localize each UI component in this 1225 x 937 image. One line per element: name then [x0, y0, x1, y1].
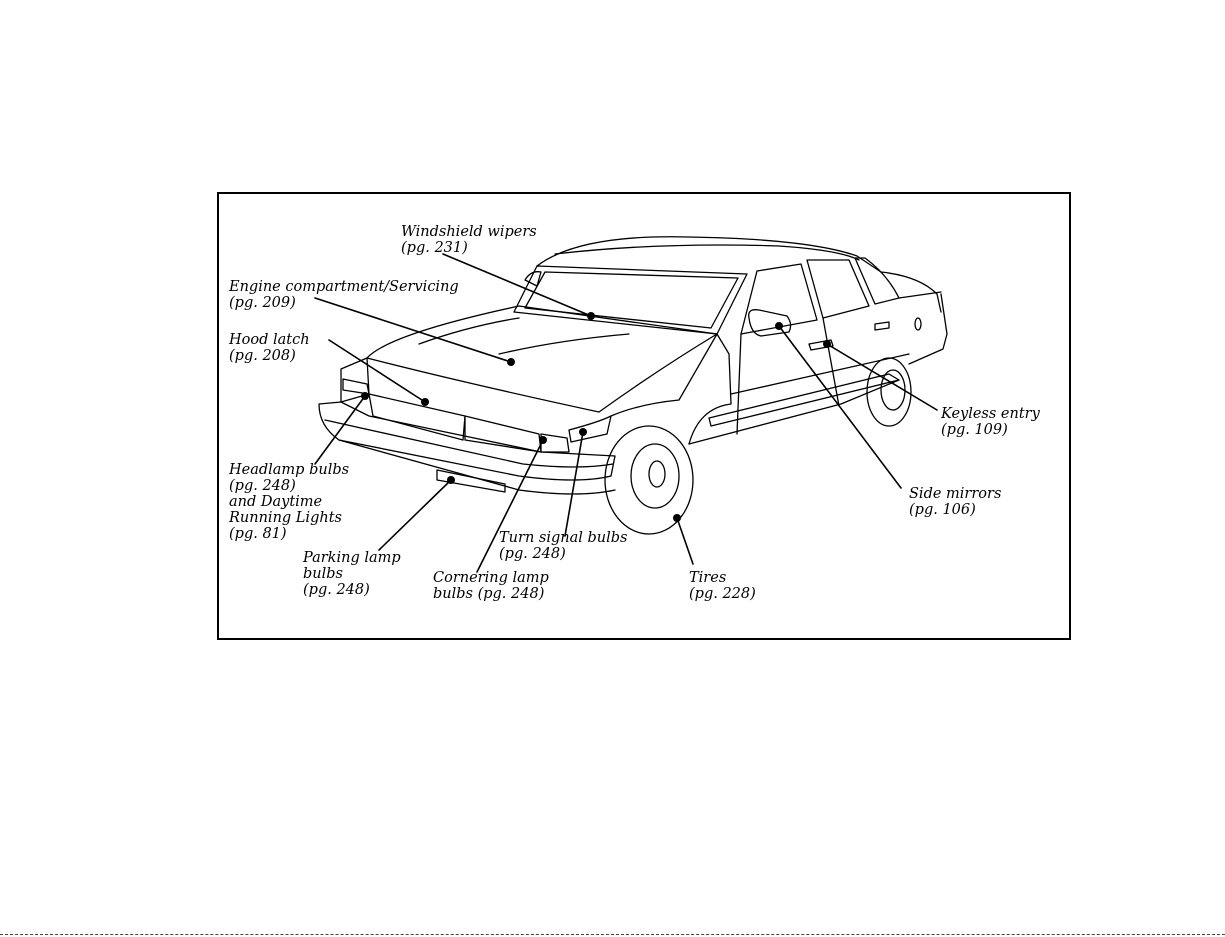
label-windshield-wipers: Windshield wipers (pg. 231)	[401, 224, 537, 256]
dot-tires	[673, 514, 681, 522]
hood-crease-2	[499, 334, 629, 354]
turn-signal-lamp	[569, 416, 611, 442]
label-turn-signal-bulbs: Turn signal bulbs (pg. 248)	[499, 530, 627, 562]
label-line: Keyless entry	[941, 406, 1040, 422]
dot-parking-lamp	[447, 476, 455, 484]
dot-side-mirrors	[775, 322, 783, 330]
dot-headlamp-bulbs	[361, 392, 369, 400]
label-line: Running Lights	[229, 510, 349, 526]
windshield	[514, 266, 747, 334]
label-line: (pg. 106)	[909, 502, 1001, 518]
label-line: (pg. 208)	[229, 348, 310, 364]
front-fender	[611, 334, 731, 444]
callout-dots	[361, 312, 831, 522]
hood-front-edge	[367, 358, 599, 412]
dot-hood-latch	[421, 398, 429, 406]
label-headlamp-bulbs: Headlamp bulbs (pg. 248) and Daytime Run…	[229, 462, 349, 542]
label-hood-latch: Hood latch (pg. 208)	[229, 332, 310, 364]
leader-parking-lamp	[379, 480, 451, 550]
label-line: (pg. 231)	[401, 240, 537, 256]
rear-quarter-window	[855, 258, 899, 304]
label-keyless-entry: Keyless entry (pg. 109)	[941, 406, 1040, 438]
label-parking-lamp-bulbs: Parking lamp bulbs (pg. 248)	[303, 550, 401, 598]
roof-outline	[537, 237, 881, 272]
rear-door-line	[823, 318, 839, 406]
label-line: Parking lamp	[303, 550, 401, 566]
label-line: (pg. 109)	[941, 422, 1040, 438]
hood-crease-1	[419, 318, 519, 344]
leader-side-mirrors	[779, 326, 901, 488]
label-line: (pg. 209)	[229, 295, 459, 311]
label-line: (pg. 248)	[499, 546, 627, 562]
label-line: Windshield wipers	[401, 224, 537, 240]
leader-turn-signal	[565, 432, 583, 536]
front-wheel	[631, 444, 679, 508]
dot-cornering-lamp	[539, 436, 547, 444]
windshield-inner	[525, 272, 738, 328]
dot-turn-signal	[579, 428, 587, 436]
label-cornering-lamp-bulbs: Cornering lamp bulbs (pg. 248)	[433, 570, 549, 602]
label-line: Hood latch	[229, 332, 310, 348]
dot-engine-compartment	[507, 358, 515, 366]
label-line: Turn signal bulbs	[499, 530, 627, 546]
roof-inner-line	[555, 245, 859, 260]
label-line: (pg. 248)	[303, 582, 401, 598]
tail-end	[909, 294, 947, 364]
rear-deck	[881, 272, 941, 312]
label-line: Cornering lamp	[433, 570, 549, 586]
label-line: (pg. 248)	[229, 478, 349, 494]
leader-tires	[677, 518, 693, 564]
dot-windshield-wipers	[587, 312, 595, 320]
diagram-frame: Windshield wipers (pg. 231) Engine compa…	[217, 192, 1071, 640]
label-line: Headlamp bulbs	[229, 462, 349, 478]
headlamp-right	[465, 416, 541, 452]
page-bottom-rule	[0, 934, 1225, 935]
label-line: (pg. 228)	[689, 586, 756, 602]
headlamp-left	[343, 379, 369, 394]
fuel-door	[915, 318, 921, 330]
label-tires: Tires (pg. 228)	[689, 570, 756, 602]
label-line: bulbs	[303, 566, 401, 582]
label-line: Side mirrors	[909, 486, 1001, 502]
hood-outline	[367, 306, 717, 412]
door-handle-rear	[875, 322, 889, 330]
label-engine-compartment: Engine compartment/Servicing (pg. 209)	[229, 279, 459, 311]
label-line: (pg. 81)	[229, 526, 349, 542]
bumper-line	[325, 420, 613, 467]
label-line: Tires	[689, 570, 756, 586]
leader-hood-latch	[329, 340, 425, 402]
trunk-top	[899, 292, 941, 298]
label-line: bulbs (pg. 248)	[433, 586, 549, 602]
leader-headlamp-bulbs	[315, 396, 365, 464]
label-side-mirrors: Side mirrors (pg. 106)	[909, 486, 1001, 518]
dot-keyless-entry	[823, 340, 831, 348]
label-line: Engine compartment/Servicing	[229, 279, 459, 295]
front-hub	[649, 461, 665, 487]
label-line: and Daytime	[229, 494, 349, 510]
